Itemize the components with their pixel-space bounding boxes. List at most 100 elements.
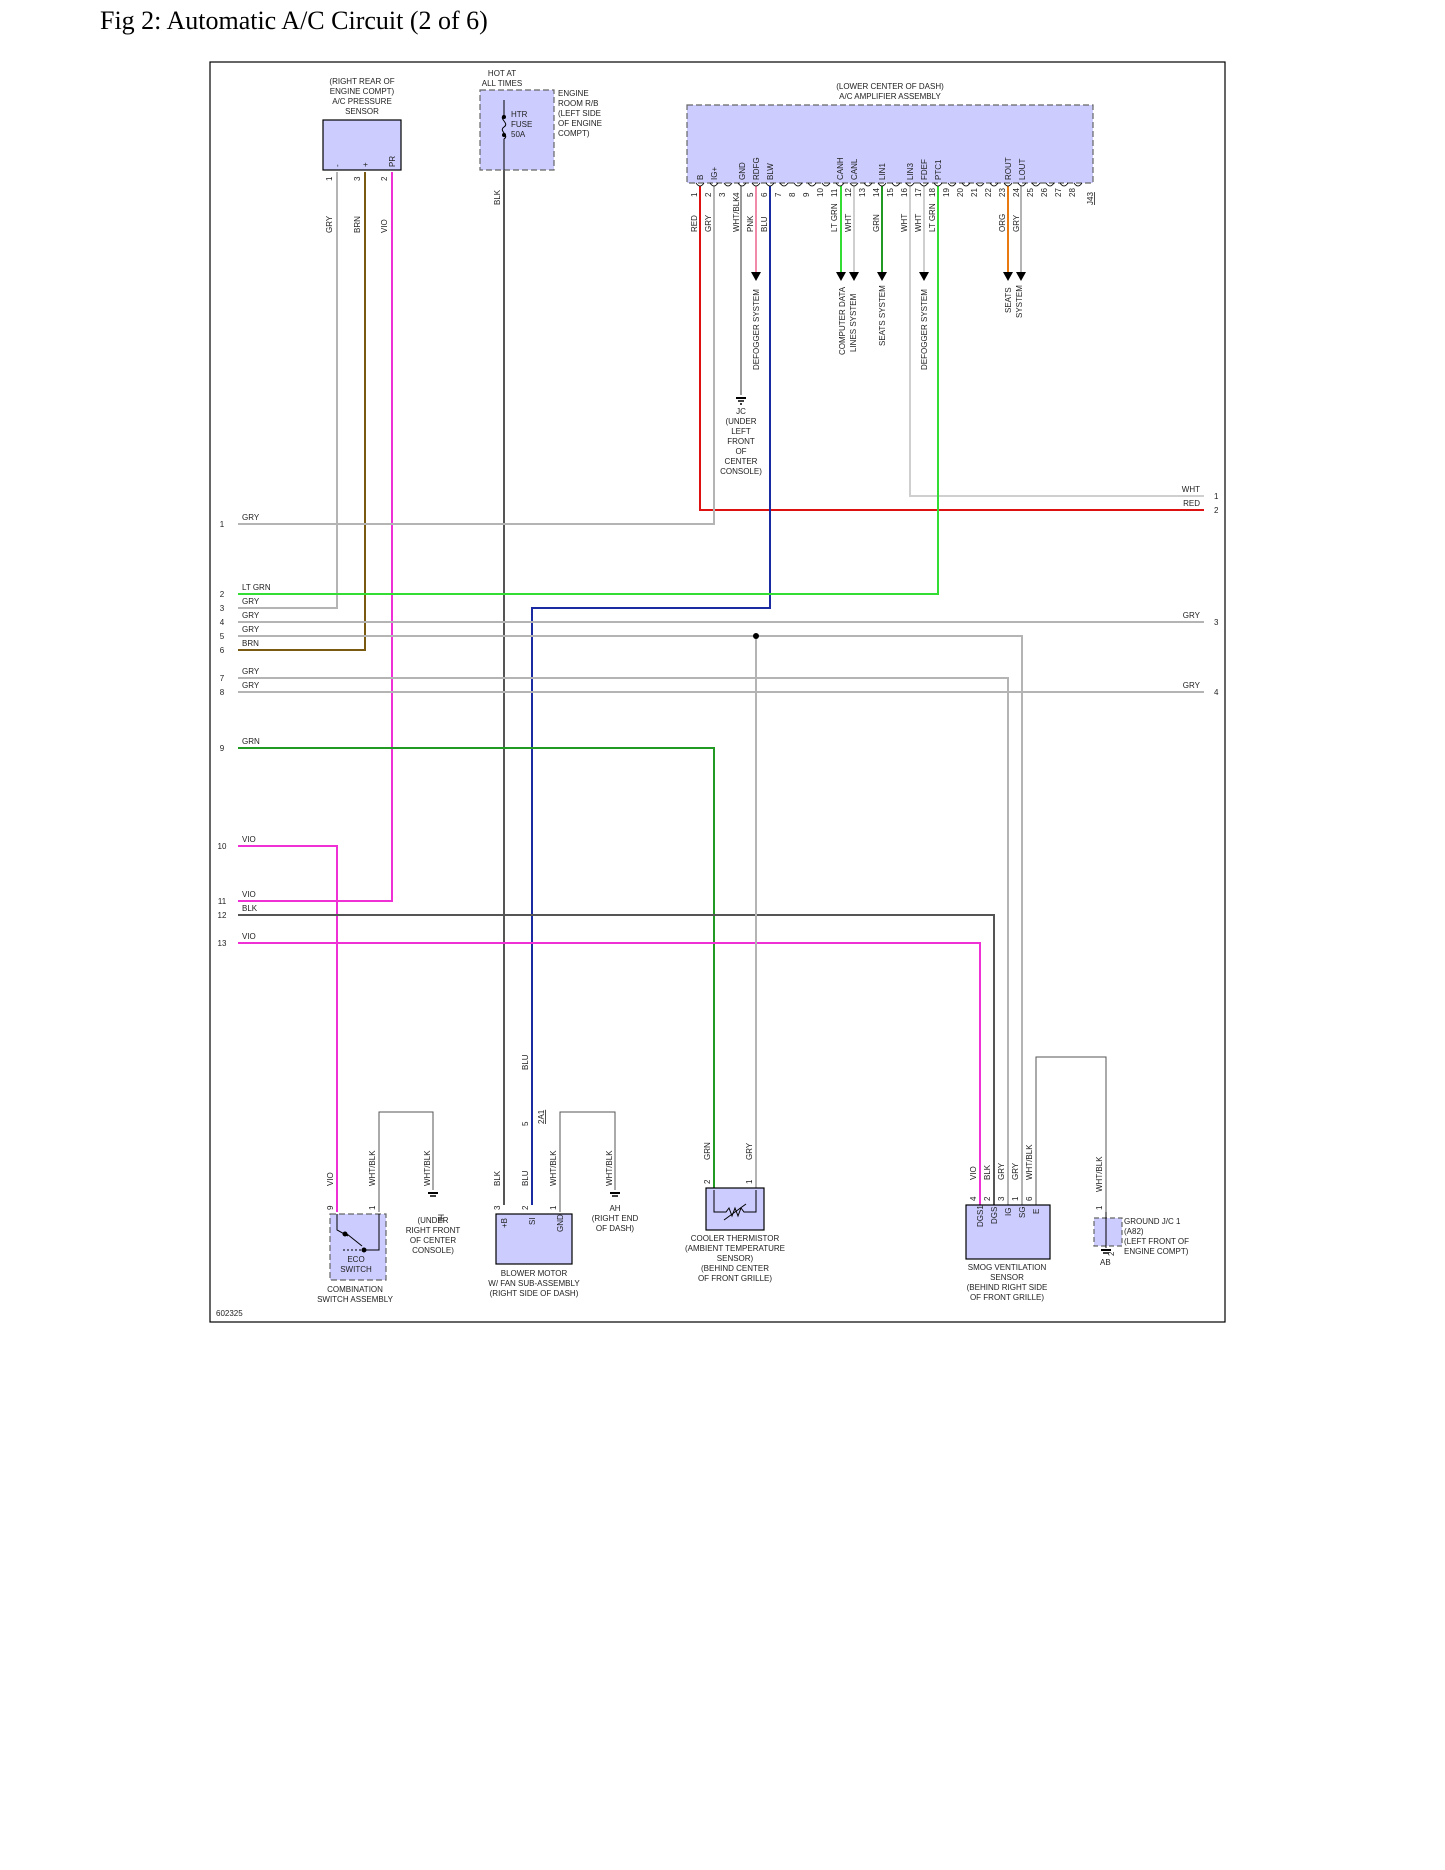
svg-text:1: 1 [1011, 1196, 1020, 1201]
svg-text:SWITCH: SWITCH [340, 1265, 372, 1274]
amplifier-pin-label: ROUT [1004, 157, 1013, 180]
thermistor-pins: 2 1 GRN GRY [703, 1142, 754, 1184]
svg-text:1: 1 [549, 1205, 558, 1210]
svg-text:BLK: BLK [983, 1164, 992, 1180]
harness-left-wire: GRY [242, 597, 260, 606]
amplifier-pin-number: 18 [928, 188, 937, 197]
svg-text:WHT/BLK: WHT/BLK [368, 1150, 377, 1186]
svg-text:SENSOR: SENSOR [345, 107, 379, 116]
svg-text:HTR: HTR [511, 110, 528, 119]
svg-text:VIO: VIO [380, 219, 389, 233]
wire-amp-blu [531, 186, 771, 1205]
svg-text:WHT/BLK: WHT/BLK [1025, 1144, 1034, 1180]
wire-smog-e [1035, 1056, 1107, 1212]
amplifier-wire-label: LT GRN [928, 203, 937, 232]
harness-left-wire: VIO [242, 932, 256, 941]
svg-text:(RIGHT SIDE OF DASH): (RIGHT SIDE OF DASH) [490, 1289, 579, 1298]
harness-left-number: 2 [220, 590, 225, 599]
wire-pressure-gry [238, 172, 338, 609]
svg-text:3: 3 [493, 1205, 502, 1210]
amplifier-pin-number: 17 [914, 188, 923, 197]
svg-text:2: 2 [983, 1196, 992, 1201]
figure-code: 602325 [216, 1309, 243, 1318]
wire-pressure-vio [238, 172, 393, 902]
svg-text:BLOWER MOTOR: BLOWER MOTOR [501, 1269, 568, 1278]
fuse-text: HTR FUSE 50A ENGINE ROOM R/B (LEFT SIDE … [493, 89, 602, 205]
harness-right-wire: WHT [1182, 485, 1200, 494]
amplifier-pin-arc [961, 182, 971, 187]
amplifier-wire-label: PNK [746, 215, 755, 232]
smog-label: SMOG VENTILATION SENSOR (BEHIND RIGHT SI… [967, 1263, 1048, 1302]
svg-text:9: 9 [326, 1205, 335, 1210]
harness-left-number: 1 [220, 520, 225, 529]
svg-text:(RIGHT REAR OF: (RIGHT REAR OF [329, 77, 394, 86]
amplifier-pin-arc [863, 182, 873, 187]
svg-text:(A82): (A82) [1124, 1227, 1144, 1236]
amplifier-pin-number: 11 [830, 188, 839, 197]
wire-h13-vio [238, 942, 981, 1205]
amplifier-pin-number: 12 [844, 188, 853, 197]
svg-text:SEATS SYSTEM: SEATS SYSTEM [878, 285, 887, 346]
wire-blower-ground [559, 1111, 616, 1212]
harness-left-number: 12 [218, 911, 227, 920]
svg-text:SEATS: SEATS [1004, 287, 1013, 313]
svg-text:1: 1 [745, 1179, 754, 1184]
svg-text:OF FRONT GRILLE): OF FRONT GRILLE) [970, 1293, 1044, 1302]
wire-pressure-brn [238, 172, 366, 651]
amplifier-wire-label: WHT [900, 214, 909, 232]
amplifier-pin-arc [821, 182, 831, 187]
amplifier-pin-number: 6 [760, 192, 769, 197]
amplifier-wire-label: LT GRN [830, 203, 839, 232]
svg-text:BLU: BLU [521, 1170, 530, 1186]
amplifier-pin-number: 25 [1026, 188, 1035, 197]
svg-text:W/ FAN SUB-ASSEMBLY: W/ FAN SUB-ASSEMBLY [488, 1279, 580, 1288]
svg-text:JC: JC [736, 407, 746, 416]
harness-left-wire: BRN [242, 639, 259, 648]
amplifier-pin-number: 5 [746, 192, 755, 197]
ground-hi: WHT/BLK HI (UNDER RIGHT FRONT OF CENTER … [406, 1150, 461, 1255]
amplifier-pin-arc [1045, 182, 1055, 187]
amplifier-pin-label: LIN1 [878, 163, 887, 180]
svg-text:5: 5 [521, 1121, 530, 1126]
harness-left-number: 10 [218, 842, 227, 851]
svg-text:COOLER THERMISTOR: COOLER THERMISTOR [691, 1234, 780, 1243]
ground-ah: WHT/BLK AH (RIGHT END OF DASH) [592, 1150, 639, 1233]
harness-left-wire: LT GRN [242, 583, 271, 592]
amplifier-pin-arc [947, 182, 957, 187]
amplifier-pin-number: 26 [1040, 188, 1049, 197]
amplifier-pin-arc [1003, 182, 1013, 187]
smog-pins: DGS1 DGS IG SG E 4 2 3 1 6 VIO BLK GRY G… [969, 1144, 1041, 1227]
harness-left-wire: GRY [242, 667, 260, 676]
wire-h10-vio [238, 845, 338, 1212]
svg-text:BLU: BLU [521, 1054, 530, 1070]
amplifier-wire-label: GRY [704, 214, 713, 232]
amplifier-pin-label: IG+ [710, 167, 719, 180]
svg-text:2: 2 [703, 1179, 712, 1184]
harness-left-wire: GRY [242, 625, 260, 634]
amplifier-wire-label: WHT/BLK [732, 196, 741, 232]
svg-text:AB: AB [1100, 1258, 1111, 1267]
ac-amplifier-assembly [686, 104, 1094, 184]
svg-text:+B: +B [500, 1218, 509, 1228]
amplifier-pin-arc [737, 182, 747, 187]
amplifier-pin-number: 28 [1068, 188, 1077, 197]
amplifier-pin-number: 22 [984, 188, 993, 197]
svg-text:LINES SYSTEM: LINES SYSTEM [849, 293, 858, 352]
harness-left-wire: GRY [242, 611, 260, 620]
svg-text:LEFT: LEFT [731, 427, 751, 436]
svg-text:HI: HI [436, 1214, 445, 1222]
svg-text:ENGINE COMPT): ENGINE COMPT) [330, 87, 395, 96]
wire-cs-ground [378, 1111, 434, 1212]
wire-amp-ltgrn-ptc [238, 186, 939, 595]
combination-switch-text: ECO SWITCH COMBINATION SWITCH ASSEMBLY [317, 1255, 394, 1304]
svg-text:ROOM R/B: ROOM R/B [558, 99, 598, 108]
wire-h5-gry [238, 635, 1023, 1205]
svg-text:DGS: DGS [990, 1207, 999, 1224]
svg-text:6: 6 [1025, 1196, 1034, 1201]
svg-text:GRY: GRY [997, 1162, 1006, 1180]
blower-pins: +B SI GND 3 2 1 BLK BLU WHT/BLK BLU 5 2A… [493, 1054, 565, 1232]
wire-amp-wht-lin3 [909, 186, 1204, 497]
svg-text:2: 2 [380, 176, 389, 181]
svg-text:GRN: GRN [703, 1142, 712, 1160]
